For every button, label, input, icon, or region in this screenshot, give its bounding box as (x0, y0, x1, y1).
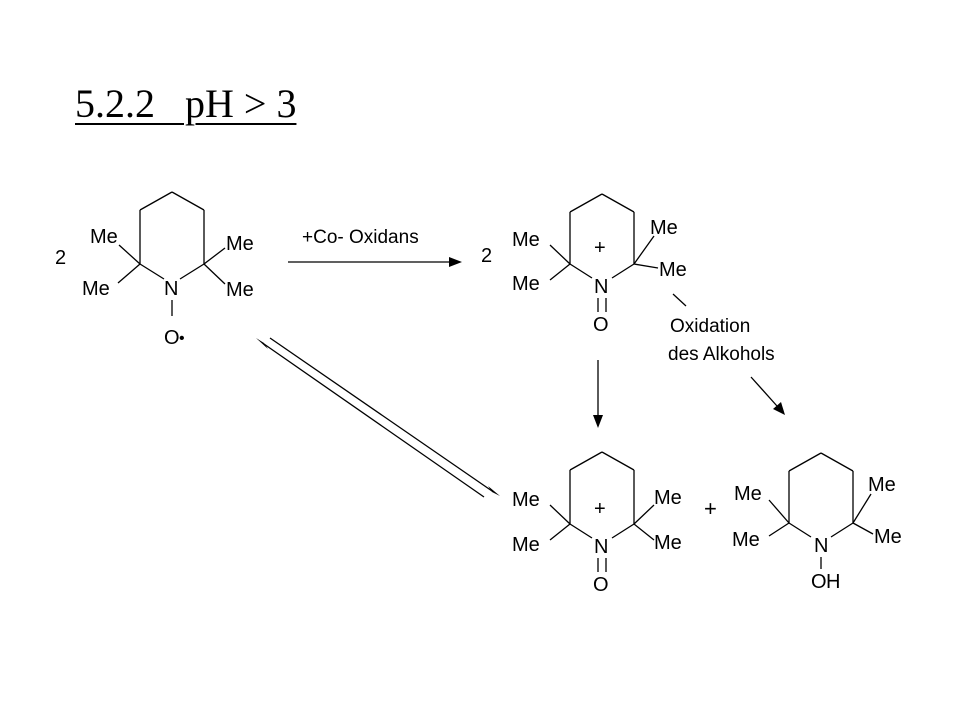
slide-title: 5.2.2 pH > 3 (75, 81, 297, 126)
reactant-me-label: Me (226, 233, 254, 255)
equilibrium-arrows (256, 337, 500, 498)
down-arrow (593, 360, 603, 428)
bottom-oxoammonium: Me Me Me Me + N O (512, 451, 682, 596)
hydroxylamine-me-label: Me (732, 529, 760, 551)
reactant-oxygen: O (164, 327, 180, 349)
hydroxylamine: Me Me Me Me N O H (732, 452, 902, 593)
radical-dot: • (179, 330, 185, 347)
oxoammonium-me-label: Me (512, 229, 540, 251)
oxidation-arrow-label: +Co- Oxidans (302, 227, 419, 248)
bottom-oxoammonium-me-label: Me (512, 489, 540, 511)
plus-sign: + (704, 496, 717, 521)
hydroxylamine-hydrogen: H (826, 571, 840, 593)
hydroxylamine-ring-bonds (768, 452, 874, 569)
hydroxylamine-me-label: Me (734, 483, 762, 505)
reactant-nitrogen: N (164, 278, 178, 300)
oxoammonium-me-label: Me (659, 259, 687, 281)
hydroxylamine-oxygen: O (811, 571, 827, 593)
reactant-coefficient: 2 (55, 247, 66, 269)
reactant-me-label: Me (82, 278, 110, 300)
bottom-oxoammonium-me-label: Me (512, 534, 540, 556)
oxoammonium-coefficient: 2 (481, 245, 492, 267)
hydroxylamine-nitrogen: N (814, 535, 828, 557)
reactant-tempo: 2 Me Me Me Me N O • (55, 191, 254, 349)
oxoammonium-me-label: Me (512, 273, 540, 295)
oxoammonium-charge: + (594, 237, 606, 259)
bottom-oxoammonium-nitrogen: N (594, 536, 608, 558)
alcohol-oxidation-label-line1: Oxidation (670, 316, 750, 337)
oxoammonium-oxygen: O (593, 314, 609, 336)
oxidation-arrow (288, 257, 462, 267)
bottom-oxoammonium-me-label: Me (654, 532, 682, 554)
oxoammonium-nitrogen: N (594, 276, 608, 298)
bottom-oxoammonium-oxygen: O (593, 574, 609, 596)
oxoammonium-ring-bonds (549, 193, 659, 312)
hydroxylamine-me-label: Me (868, 474, 896, 496)
oxoammonium-product: 2 Me Me Me Me + N O (481, 193, 687, 336)
bottom-oxoammonium-ring-bonds (549, 451, 655, 572)
reactant-ring-bonds (117, 191, 226, 316)
reactant-me-label: Me (90, 226, 118, 248)
bottom-oxoammonium-me-label: Me (654, 487, 682, 509)
alcohol-oxidation-label-line2: des Alkohols (668, 344, 775, 365)
hydroxylamine-me-label: Me (874, 526, 902, 548)
reactant-me-label: Me (226, 279, 254, 301)
bottom-oxoammonium-charge: + (594, 498, 606, 520)
label-pointer-line (672, 293, 687, 307)
oxoammonium-me-label: Me (650, 217, 678, 239)
alcohol-oxidation-arrow (750, 376, 785, 415)
